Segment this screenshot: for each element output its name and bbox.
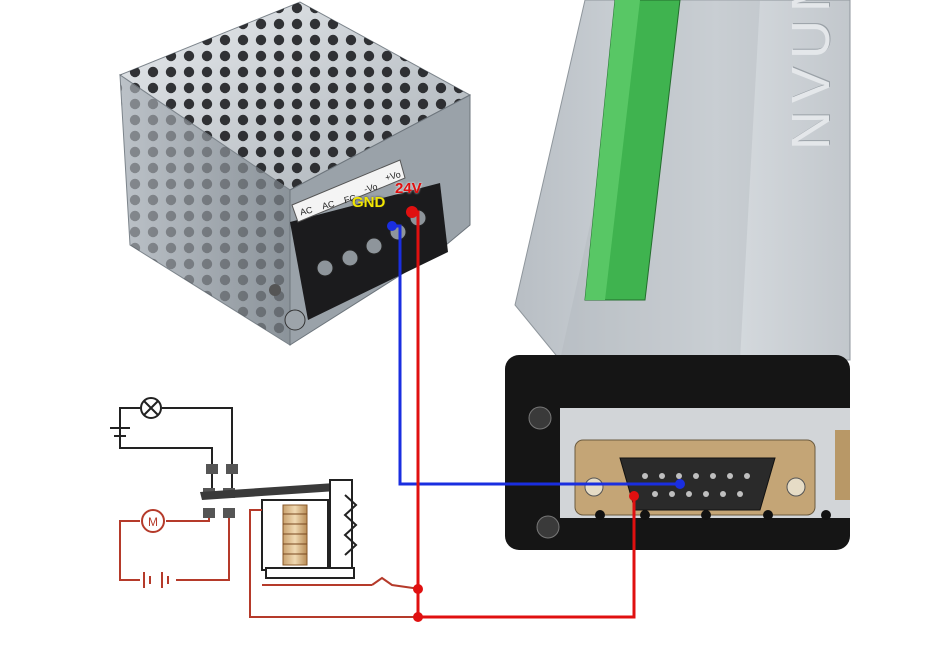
gnd-label: GND — [352, 194, 386, 211]
power-supply — [118, 1, 472, 346]
controller-brand-text: NVUM — [781, 0, 841, 150]
motor-icon: M — [141, 509, 165, 533]
green-terminal-block — [584, 0, 681, 301]
lamp-icon — [140, 397, 162, 419]
relay-coil — [261, 499, 355, 579]
gnd-wire — [387, 221, 685, 489]
motor-label: M — [148, 515, 158, 529]
v24-label: 24V — [395, 180, 422, 197]
motor-circuit — [119, 518, 230, 588]
lamp-circuit — [110, 407, 233, 465]
controller — [505, 0, 851, 550]
db15-connector — [574, 439, 816, 516]
relay-schematic: M — [110, 397, 421, 618]
v24-wire — [406, 206, 639, 622]
